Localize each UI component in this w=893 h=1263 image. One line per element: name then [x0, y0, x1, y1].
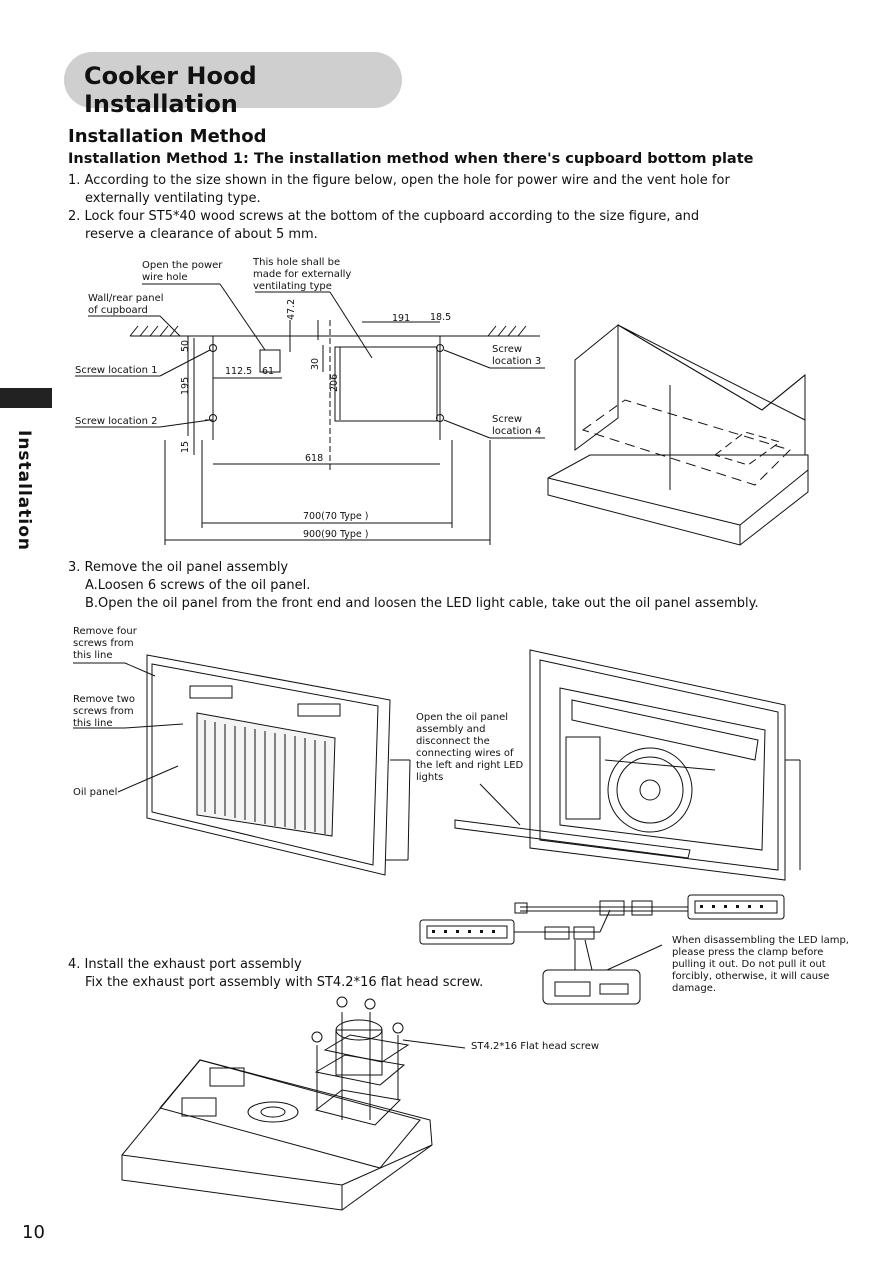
- dim-195: 195: [180, 377, 191, 395]
- hood-isometric-illustration: [547, 323, 809, 546]
- label-screw-2: Screw location 2: [75, 416, 157, 427]
- title-banner: Cooker Hood Installation: [64, 52, 402, 118]
- page-number: 10: [22, 1222, 45, 1243]
- step-1-line-1: 1. According to the size shown in the fi…: [68, 173, 730, 188]
- dim-15: 15: [180, 441, 191, 453]
- screw-head-icon: [392, 1022, 404, 1034]
- sidebar-label-text: Installation: [14, 430, 34, 552]
- step-3-title: 3. Remove the oil panel assembly: [68, 560, 289, 575]
- screw-head-icon: [364, 998, 376, 1010]
- label-open-4: connecting wires of: [416, 748, 514, 759]
- dim-18-5: 18.5: [430, 312, 451, 323]
- oil-panel-figure: [73, 654, 411, 876]
- label-remove-two-2: screws from: [73, 706, 134, 717]
- label-oil-panel: Oil panel: [73, 787, 117, 798]
- label-flat-head-screw: ST4.2*16 Flat head screw: [471, 1041, 599, 1052]
- label-open-3: disconnect the: [416, 736, 490, 747]
- label-warn-4: forcibly, otherwise, it will cause: [672, 971, 829, 982]
- label-wall-1: Wall/rear panel: [88, 293, 164, 304]
- dim-900: 900(90 Type ): [303, 529, 369, 540]
- label-screw-1: Screw location 1: [75, 365, 157, 376]
- label-vent-hole-3: ventilating type: [253, 281, 332, 292]
- label-power-hole-1: Open the power: [142, 260, 223, 271]
- sidebar-section-label: Installation: [14, 430, 38, 551]
- label-remove-two-3: this line: [73, 718, 112, 729]
- label-remove-two-1: Remove two: [73, 694, 135, 705]
- figure2-left-labels: Remove four screws from this line Remove…: [73, 626, 138, 798]
- label-screw-3-1: Screw: [492, 344, 522, 355]
- dim-618: 618: [305, 453, 323, 464]
- label-screw-4-1: Screw: [492, 414, 522, 425]
- label-remove-four-2: screws from: [73, 638, 134, 649]
- dim-30: 30: [310, 358, 321, 370]
- exhaust-port-figure: [121, 1012, 466, 1211]
- page-title: Cooker Hood Installation: [84, 62, 257, 118]
- label-warn-1: When disassembling the LED lamp,: [672, 935, 849, 946]
- section-heading: Installation Method: [68, 126, 267, 147]
- label-open-5: the left and right LED: [416, 760, 524, 771]
- sidebar-tab-marker: [0, 388, 52, 408]
- exhaust-screws: [311, 996, 404, 1043]
- screw-head-icon: [336, 996, 348, 1008]
- step-1-line-2: externally ventilating type.: [85, 191, 261, 206]
- open-hood-fan-figure: [454, 649, 801, 881]
- label-open-6: lights: [416, 772, 443, 783]
- screw-head-icon: [311, 1031, 323, 1043]
- step-4-title: 4. Install the exhaust port assembly: [68, 957, 302, 972]
- dim-47-2: 47.2: [286, 299, 297, 320]
- dim-50: 50: [180, 340, 191, 352]
- led-warning-labels: When disassembling the LED lamp, please …: [672, 935, 849, 994]
- figure1-labels: Open the power wire hole This hole shall…: [75, 257, 541, 540]
- dim-700: 700(70 Type ): [303, 511, 369, 522]
- figure2-right-labels: Open the oil panel assembly and disconne…: [416, 712, 524, 783]
- dim-61: 61: [262, 366, 274, 377]
- section-subheading: Installation Method 1: The installation …: [68, 151, 754, 167]
- step-3-b: B.Open the oil panel from the front end …: [85, 596, 759, 611]
- label-warn-2: please press the clamp before: [672, 947, 823, 958]
- label-remove-four-3: this line: [73, 650, 112, 661]
- dim-112-5: 112.5: [225, 366, 252, 377]
- label-power-hole-2: wire hole: [142, 272, 188, 283]
- label-vent-hole-2: made for externally: [253, 269, 351, 280]
- wall-hatch-left: [129, 325, 179, 337]
- label-vent-hole-1: This hole shall be: [252, 257, 340, 268]
- label-screw-3-2: location 3: [492, 356, 541, 367]
- label-remove-four-1: Remove four: [73, 626, 138, 637]
- step-2-line-1: 2. Lock four ST5*40 wood screws at the b…: [68, 209, 700, 224]
- label-wall-2: of cupboard: [88, 305, 148, 316]
- step-2-line-2: reserve a clearance of about 5 mm.: [85, 227, 318, 242]
- label-open-1: Open the oil panel: [416, 712, 508, 723]
- dim-206: 206: [329, 374, 340, 392]
- step-3-a: A.Loosen 6 screws of the oil panel.: [85, 578, 311, 593]
- wall-hatch-right: [487, 325, 527, 337]
- step-4-a: Fix the exhaust port assembly with ST4.2…: [85, 975, 484, 990]
- label-warn-3: pulling it out. Do not pull it out: [672, 959, 826, 970]
- label-open-2: assembly and: [416, 724, 485, 735]
- label-warn-5: damage.: [672, 983, 716, 994]
- dim-191: 191: [392, 313, 410, 324]
- label-screw-4-2: location 4: [492, 426, 541, 437]
